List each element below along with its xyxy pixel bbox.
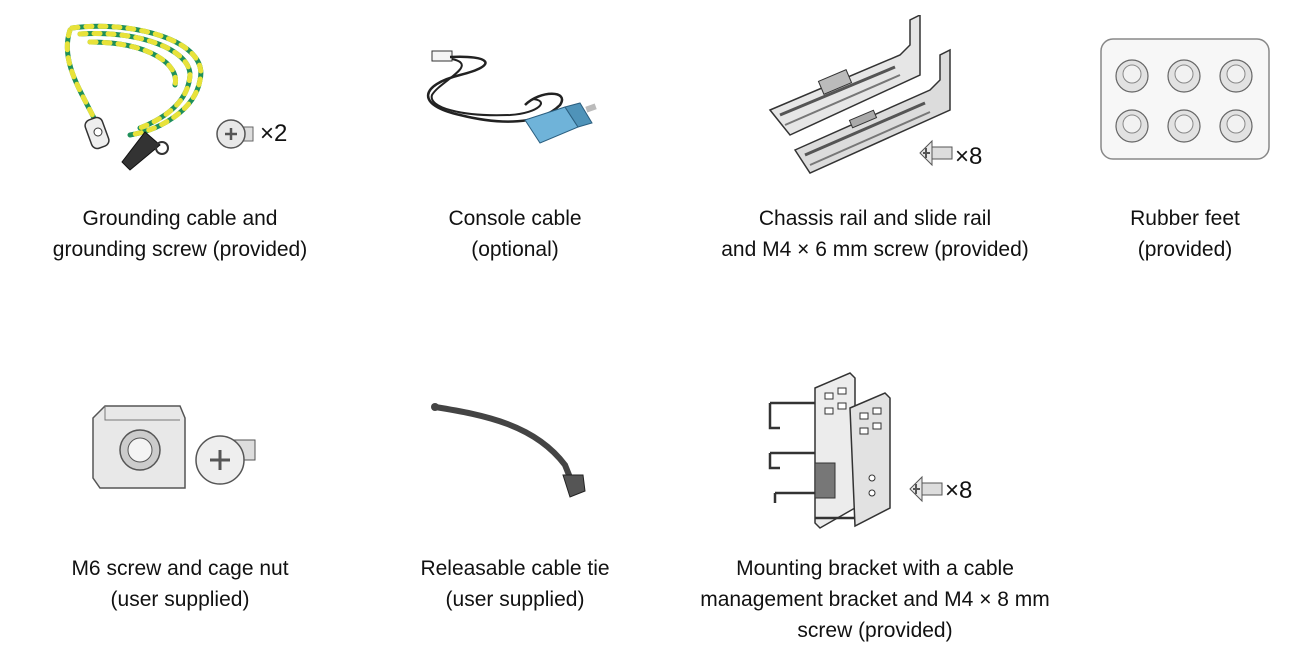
caption: Mounting bracket with a cable management…	[690, 553, 1060, 646]
cage-nut-icon	[85, 398, 265, 493]
caption-line: (user supplied)	[110, 588, 250, 611]
caption-line: (user supplied)	[445, 588, 585, 611]
caption-line: (optional)	[471, 238, 559, 261]
grounding-cable-icon	[50, 20, 230, 180]
caption-line: Releasable cable tie	[420, 557, 610, 580]
screw-icon	[908, 474, 944, 504]
caption: M6 screw and cage nut (user supplied)	[20, 553, 340, 615]
caption-line: Console cable	[448, 207, 582, 230]
screw-icon	[918, 138, 954, 168]
caption-line: Chassis rail and slide rail	[758, 207, 992, 230]
caption-line: Mounting bracket with a cable	[736, 557, 1014, 580]
cable-tie-icon	[425, 395, 595, 505]
quantity-label: ×2	[260, 120, 288, 147]
caption-line: (provided)	[1137, 238, 1233, 261]
caption-line: management bracket and M4 × 8 mm	[700, 588, 1050, 611]
caption: Chassis rail and slide rail and M4 × 6 m…	[690, 203, 1060, 265]
screw-icon	[215, 115, 257, 153]
caption: Console cable (optional)	[370, 203, 660, 265]
mounting-bracket-icon	[760, 368, 910, 533]
caption: Releasable cable tie (user supplied)	[370, 553, 660, 615]
quantity-label: ×8	[945, 477, 973, 504]
caption: Grounding cable and grounding screw (pro…	[20, 203, 340, 265]
rubber-feet-icon	[1100, 38, 1270, 160]
chassis-rail-icon	[760, 15, 970, 180]
caption-line: Grounding cable and	[82, 207, 278, 230]
caption-line: and M4 × 6 mm screw (provided)	[721, 238, 1029, 261]
caption: Rubber feet (provided)	[1090, 203, 1280, 265]
caption-line: Rubber feet	[1130, 207, 1240, 230]
quantity-label: ×8	[955, 143, 983, 170]
caption-line: grounding screw (provided)	[52, 238, 308, 261]
caption-line: screw (provided)	[797, 619, 953, 642]
caption-line: M6 screw and cage nut	[71, 557, 289, 580]
console-cable-icon	[420, 45, 610, 155]
